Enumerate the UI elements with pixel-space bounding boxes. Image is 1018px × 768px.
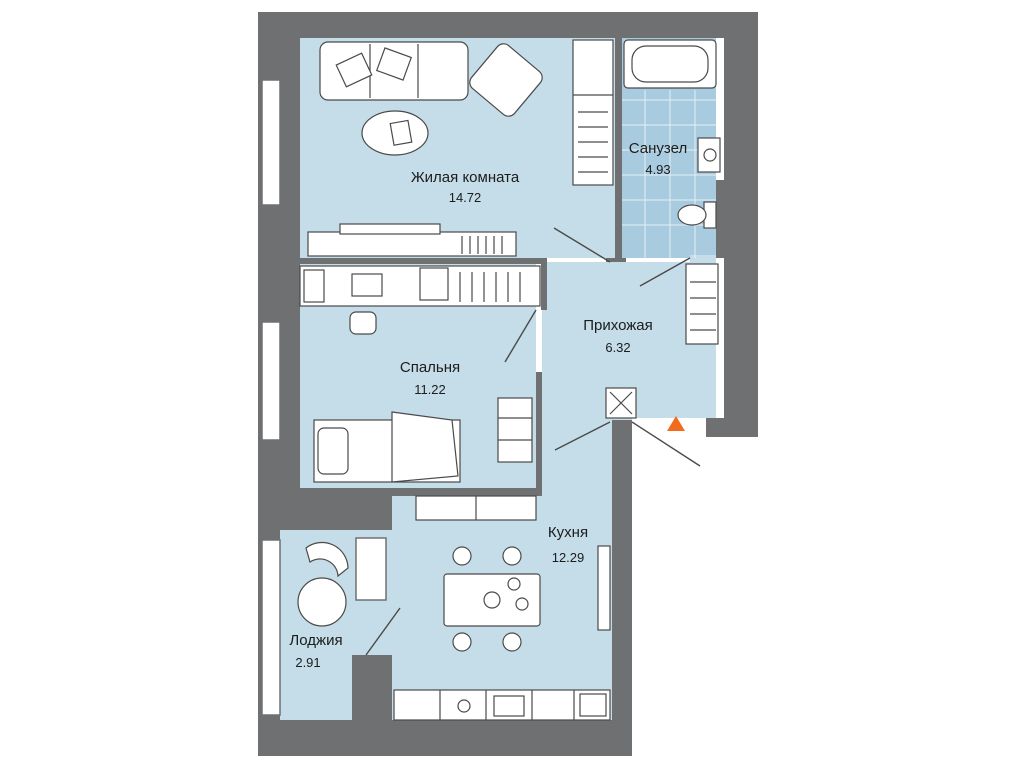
fridge-side bbox=[597, 545, 611, 631]
doors bbox=[365, 227, 701, 656]
washbasin bbox=[697, 137, 721, 173]
window-living bbox=[261, 79, 281, 206]
bedside-rack bbox=[497, 397, 533, 463]
hall-area: 6.32 bbox=[605, 340, 630, 355]
windows bbox=[261, 79, 387, 716]
living-area: 14.72 bbox=[449, 190, 482, 205]
loggia-label: Лоджия bbox=[289, 632, 342, 649]
bedroom-label: Спальня bbox=[400, 359, 460, 376]
bath-area: 4.93 bbox=[645, 162, 670, 177]
bedroom-area: 11.22 bbox=[414, 382, 446, 397]
hall-floor bbox=[542, 255, 716, 436]
loggia-area: 2.91 bbox=[295, 655, 320, 670]
tv-console bbox=[307, 223, 517, 257]
coffee-table bbox=[361, 110, 429, 156]
kitchen-label: Кухня bbox=[548, 524, 588, 541]
entrance-triangle-icon bbox=[667, 416, 685, 431]
living-label: Жилая комната bbox=[411, 169, 520, 186]
armchair bbox=[469, 43, 543, 117]
vent-shaft-icon bbox=[605, 387, 637, 419]
bedroom-shelf bbox=[415, 495, 537, 521]
window-loggia bbox=[261, 539, 281, 716]
bathtub bbox=[623, 39, 717, 89]
kitchen-area: 12.29 bbox=[552, 550, 585, 565]
bed bbox=[313, 411, 461, 483]
window-bedroom bbox=[261, 321, 281, 441]
sofa bbox=[319, 41, 469, 101]
dining-table bbox=[443, 546, 541, 652]
wardrobe-hall bbox=[685, 263, 719, 345]
toilet bbox=[677, 201, 717, 229]
bath-label: Санузел bbox=[629, 140, 687, 157]
window-kitchen bbox=[355, 537, 387, 601]
kitchen-counter bbox=[393, 689, 611, 721]
desk bbox=[299, 265, 541, 307]
hall-label: Прихожая bbox=[583, 317, 653, 334]
bath-tile-grid bbox=[622, 90, 716, 258]
wardrobe-living bbox=[572, 39, 614, 186]
desk-chair bbox=[349, 311, 377, 335]
loggia-furniture bbox=[297, 541, 349, 627]
